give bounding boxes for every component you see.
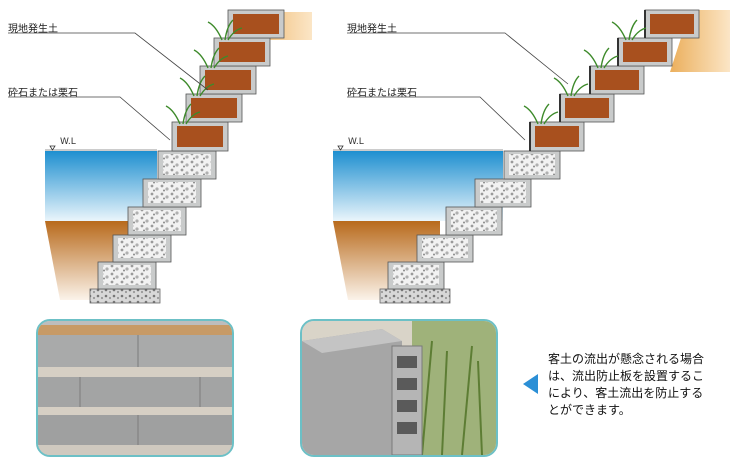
label-gravel-left: 砕石または栗石 bbox=[8, 88, 78, 99]
photo-flow-prevention bbox=[300, 319, 498, 457]
base-gravel-right bbox=[379, 288, 451, 304]
grass-right bbox=[523, 19, 647, 125]
leader-gravel-left bbox=[8, 96, 171, 141]
gravel-blocks-right bbox=[387, 150, 561, 290]
photo-blocks-image bbox=[38, 321, 232, 455]
base-gravel-left bbox=[89, 288, 161, 304]
wl-marker-left bbox=[49, 145, 56, 151]
label-soil-left: 現地発生土 bbox=[8, 24, 58, 35]
note-line: 客土の流出が懸念される場合 bbox=[548, 352, 705, 366]
soil-blocks-right bbox=[529, 9, 700, 152]
note-line: により、客土流出を防止する bbox=[548, 386, 704, 400]
leader-soil-left bbox=[8, 32, 209, 91]
gravel-blocks-left bbox=[97, 150, 217, 290]
explanatory-note: 客土の流出が懸念される場合 は、流出防止板を設置するこ により、客土流出を防止す… bbox=[548, 351, 730, 419]
label-wl-left: W.L bbox=[60, 137, 76, 147]
diagram-right bbox=[333, 9, 730, 304]
label-wl-right: W.L bbox=[348, 137, 364, 147]
wl-marker-right bbox=[337, 145, 344, 151]
label-gravel-right: 砕石または栗石 bbox=[347, 88, 417, 99]
diagram-left bbox=[8, 9, 312, 304]
grass-left bbox=[165, 19, 243, 125]
note-line: は、流出防止板を設置するこ bbox=[548, 369, 705, 383]
note-line: とができます。 bbox=[548, 403, 631, 417]
label-soil-right: 現地発生土 bbox=[347, 24, 397, 35]
photo-installed-blocks bbox=[36, 319, 234, 457]
soil-blocks-left bbox=[171, 9, 285, 152]
leader-gravel-right bbox=[347, 96, 526, 141]
leader-soil-right bbox=[347, 32, 569, 85]
arrow-left-icon bbox=[523, 374, 538, 394]
photo-plates-image bbox=[302, 321, 496, 455]
